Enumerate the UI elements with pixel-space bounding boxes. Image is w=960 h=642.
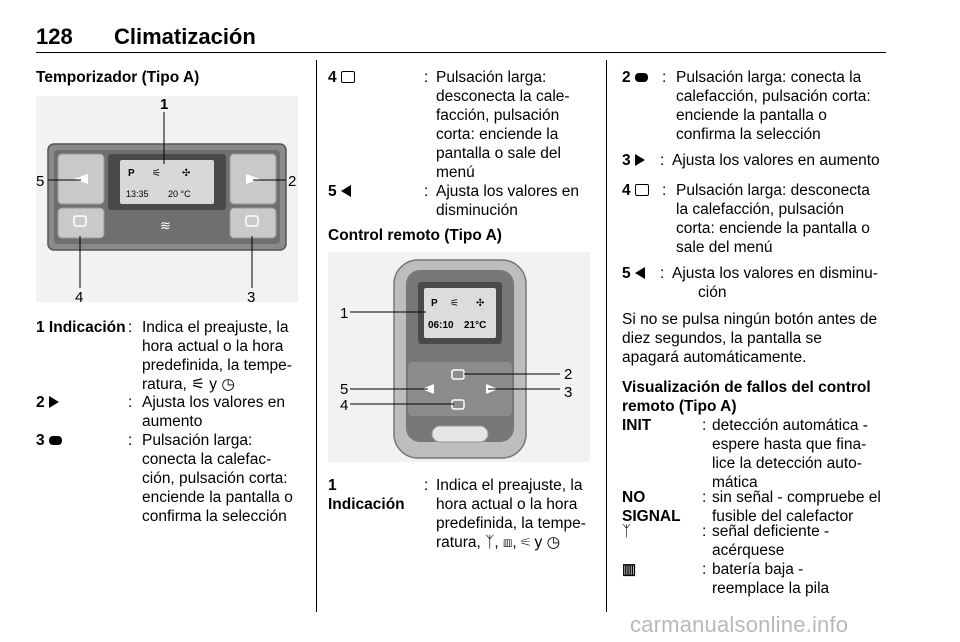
remote-display-p: P [431,298,438,309]
column-divider-2 [606,60,607,612]
remote-display-temp: 21°C [464,320,486,331]
remote-callout-5: 5 [340,381,348,398]
page-number: 128 [36,24,73,49]
svg-text:⚟: ⚟ [450,298,459,309]
section-heading-remote: Control remoto (Tipo A) [328,227,502,244]
timer-callout-5: 5 [36,173,44,190]
def-colon: : [702,561,707,578]
header-rule [36,52,886,53]
def-term-3: 3 [36,431,62,450]
def-desc-1: Indica el preajuste, la hora actual o la… [142,319,292,393]
timer-display-p: P [128,168,135,179]
timer-panel-illustration: P ⚟ ✣ 13:35 20 °C ≋ 1 2 3 4 5 [36,96,296,306]
def-desc-4: Pulsación larga: desconecta la cale- fac… [436,69,570,181]
def-desc-3: Pulsación larga: conecta la calefac- ció… [142,432,293,525]
def-colon: : [702,417,707,434]
def-term-5: 5 [328,182,351,201]
def-term-1: 1 Indicación [36,319,126,336]
arrow-right-icon [634,154,645,166]
fault-desc-weak-signal: señal deficiente - acérquese [712,523,830,559]
def-colon: : [662,69,667,86]
def-desc-c3-3: Ajusta los valores en aumento [672,152,880,169]
def-colon: : [424,69,429,86]
def-term-4: 4 [328,68,355,87]
arrow-left-icon [340,185,351,197]
def-desc-remote-1: Indica el preajuste, la hora actual o la… [436,477,586,551]
fault-desc-no-signal: sin señal - compruebe el fusible del cal… [712,489,881,525]
fault-desc-low-battery: batería baja - reemplace la pila [712,561,830,597]
def-desc-c3-4: Pulsación larga: desconecta la calefacci… [676,182,870,256]
auto-off-paragraph: Si no se pulsa ningún botón antes de die… [622,311,878,366]
def-colon: : [702,523,707,540]
section-heading-timer: Temporizador (Tipo A) [36,69,200,86]
def-desc-5: Ajusta los valores en disminución [436,183,580,219]
timer-callout-2: 2 [288,173,296,190]
def-term-c3-5: 5 [622,264,645,283]
def-desc-c3-2: Pulsación larga: conecta la calefacción,… [676,69,871,143]
def-colon: : [128,319,133,336]
remote-callout-1: 1 [340,305,348,322]
weak-signal-icon: ᛉ [622,523,632,540]
def-term-c3-2: 2 [622,68,648,87]
timer-display-temp: 20 °C [168,189,191,199]
remote-callout-3: 3 [564,384,572,401]
timer-figure: P ⚟ ✣ 13:35 20 °C ≋ 1 2 3 4 5 [36,96,298,306]
def-colon: : [660,265,665,282]
arrow-right-icon [48,396,59,408]
remote-callout-4: 4 [340,397,348,414]
def-colon: : [128,394,133,411]
remote-callout-2: 2 [564,366,572,383]
svg-text:⚟: ⚟ [152,168,161,179]
def-colon: : [660,152,665,169]
outline-key-icon [340,71,355,83]
def-colon: : [702,489,707,506]
remote-figure: P ⚟ ✣ 06:10 21°C 1 2 3 4 5 [328,252,590,462]
svg-text:✣: ✣ [476,298,484,309]
column-divider-1 [316,60,317,612]
outline-key-icon [634,184,649,196]
def-desc-2: Ajusta los valores en aumento [142,394,286,430]
def-colon: : [662,182,667,199]
def-colon: : [424,183,429,200]
def-term-remote-1: 1 Indicación [328,477,405,513]
page-title: Climatización [114,24,256,49]
timer-callout-4: 4 [75,289,83,302]
fault-term-no-signal: NO SIGNAL [622,489,681,525]
low-battery-icon: ▥ [622,561,637,578]
def-colon: : [424,477,429,494]
filled-key-icon [48,436,62,445]
def-colon: : [128,432,133,449]
arrow-left-icon [634,267,645,279]
svg-text:✣: ✣ [182,168,190,179]
def-term-c3-4: 4 [622,181,649,200]
footer-watermark: carmanualsonline.info [630,612,849,637]
remote-display-time: 06:10 [428,320,454,331]
svg-text:≋: ≋ [160,219,171,234]
def-term-c3-3: 3 [622,151,645,170]
def-term-2: 2 [36,393,59,412]
fault-term-init: INIT [622,417,652,434]
section-heading-faults: Visualización de fallos del control remo… [622,379,871,415]
timer-callout-1: 1 [160,96,168,113]
filled-key-icon [634,73,648,82]
fault-desc-init: detección automática - espere hasta que … [712,417,868,491]
def-desc-c3-5: Ajusta los valores en disminu- ción [672,265,878,301]
remote-illustration: P ⚟ ✣ 06:10 21°C 1 2 3 4 5 [340,259,572,459]
timer-callout-3: 3 [247,289,255,302]
timer-display-time: 13:35 [126,189,149,199]
